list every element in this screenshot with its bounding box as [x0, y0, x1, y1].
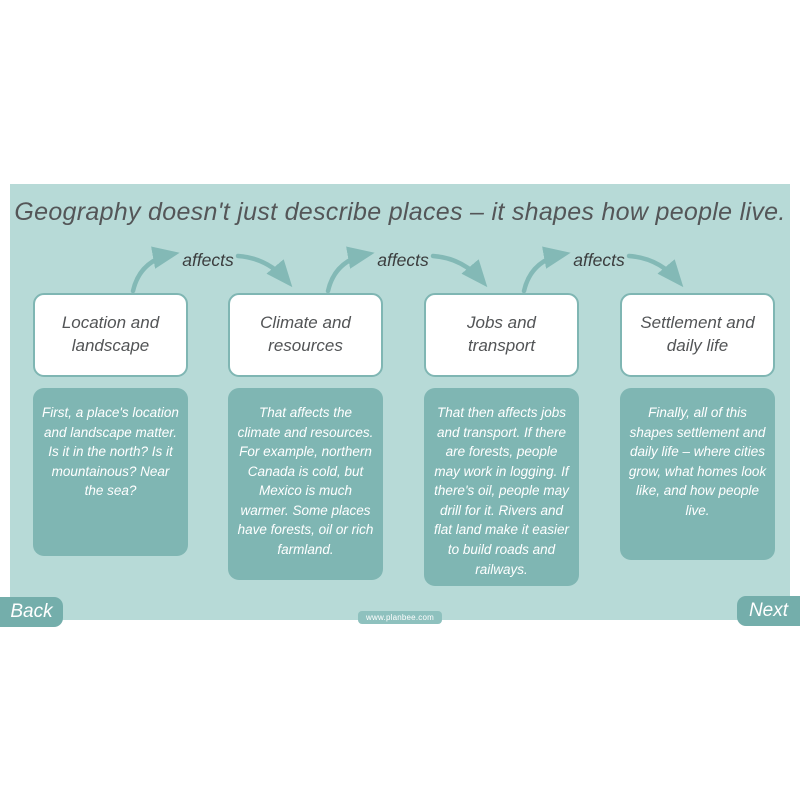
- body-box-climate: That affects the climate and resources. …: [228, 388, 383, 580]
- heading-text: Jobs and transport: [467, 313, 536, 355]
- body-box-location: First, a place's location and landscape …: [33, 388, 188, 556]
- body-text: That affects the climate and resources. …: [237, 405, 374, 557]
- heading-text: Climate and resources: [260, 313, 351, 355]
- slide: Geography doesn't just describe places –…: [10, 184, 790, 620]
- next-button[interactable]: Next: [737, 596, 800, 626]
- body-text: That then affects jobs and transport. If…: [433, 405, 570, 577]
- affects-label-1: affects: [182, 250, 234, 270]
- heading-box-climate: Climate and resources: [228, 293, 383, 377]
- affects-label-3: affects: [573, 250, 625, 270]
- body-box-jobs: That then affects jobs and transport. If…: [424, 388, 579, 586]
- body-box-settlement: Finally, all of this shapes settlement a…: [620, 388, 775, 560]
- body-text: First, a place's location and landscape …: [42, 405, 179, 499]
- website-badge: www.planbee.com: [358, 611, 442, 624]
- heading-box-settlement: Settlement and daily life: [620, 293, 775, 377]
- heading-box-location: Location and landscape: [33, 293, 188, 377]
- heading-text: Location and landscape: [61, 313, 160, 355]
- heading-box-jobs: Jobs and transport: [424, 293, 579, 377]
- heading-text: Settlement and daily life: [640, 313, 755, 355]
- body-text: Finally, all of this shapes settlement a…: [628, 405, 767, 518]
- slide-title: Geography doesn't just describe places –…: [14, 198, 786, 226]
- back-button[interactable]: Back: [0, 597, 63, 627]
- affects-label-2: affects: [377, 250, 429, 270]
